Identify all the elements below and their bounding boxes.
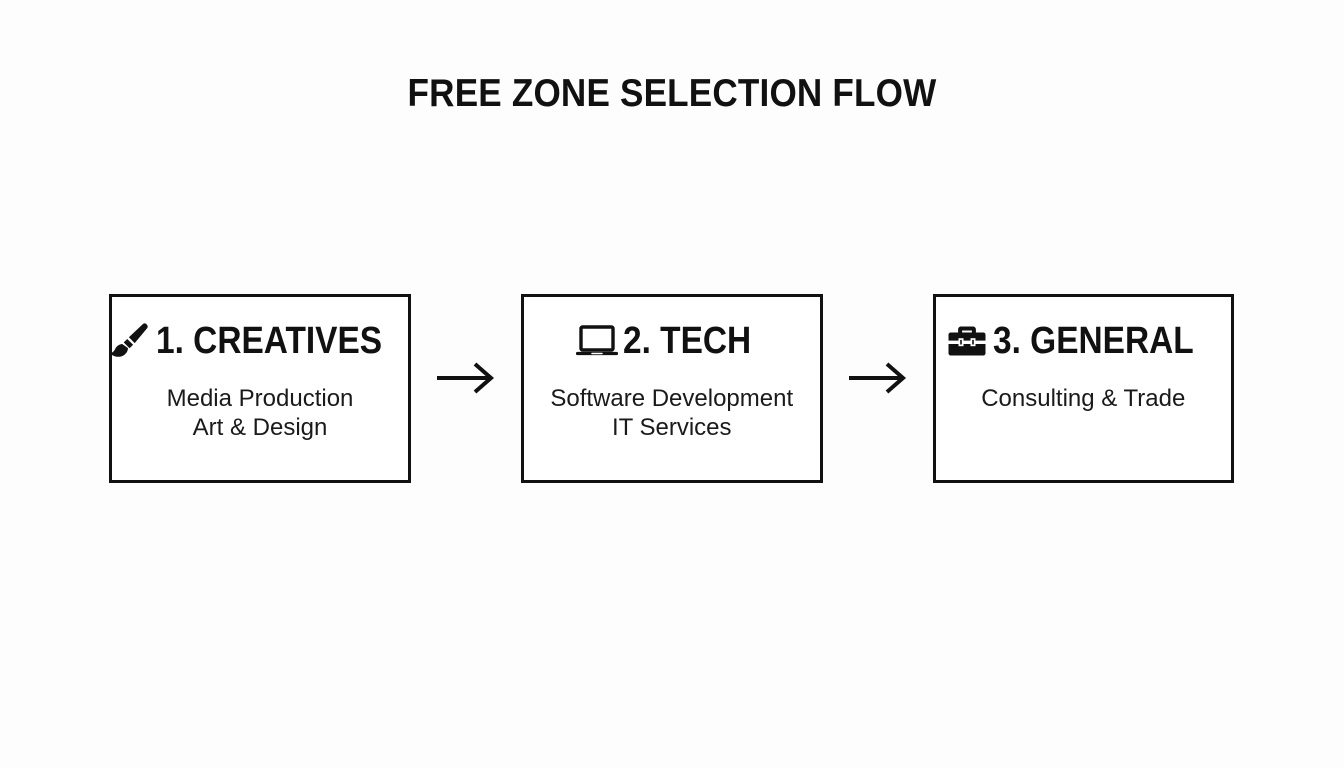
stage-description: Consulting & Trade — [981, 384, 1185, 413]
stage-box-general[interactable]: 3. GENERAL Consulting & Trade — [932, 294, 1234, 483]
stage-description-line: IT Services — [611, 414, 732, 441]
stage-description-line: Media Production — [166, 385, 354, 412]
briefcase-icon — [945, 321, 989, 361]
paintbrush-icon — [108, 321, 152, 361]
stage-box-tech[interactable]: 2. TECH Software Development IT Services — [521, 294, 823, 483]
stage-header: 1. CREATIVES — [108, 318, 413, 364]
flow-arrow — [823, 294, 933, 483]
arrow-right-icon — [848, 361, 906, 394]
laptop-icon — [575, 321, 619, 361]
stage-description: Media Production Art & Design — [167, 384, 354, 442]
stage-description-line: Software Development — [550, 385, 794, 412]
flow-arrow — [411, 294, 521, 483]
stage-description-line: Consulting & Trade — [981, 385, 1186, 412]
arrow-right-icon — [437, 361, 495, 394]
stage-header: 2. TECH — [575, 318, 769, 364]
page-title: FREE ZONE SELECTION FLOW — [407, 72, 937, 115]
stage-description-line: Art & Design — [192, 414, 328, 441]
stage-description: Software Development IT Services — [550, 384, 793, 442]
flow-row: 1. CREATIVES Media Production Art & Desi… — [109, 294, 1234, 483]
stage-box-creatives[interactable]: 1. CREATIVES Media Production Art & Desi… — [109, 294, 411, 483]
stage-title: 3. GENERAL — [993, 320, 1194, 362]
stage-header: 3. GENERAL — [945, 318, 1221, 364]
stage-title: 1. CREATIVES — [155, 320, 382, 362]
stage-title: 2. TECH — [622, 320, 752, 362]
